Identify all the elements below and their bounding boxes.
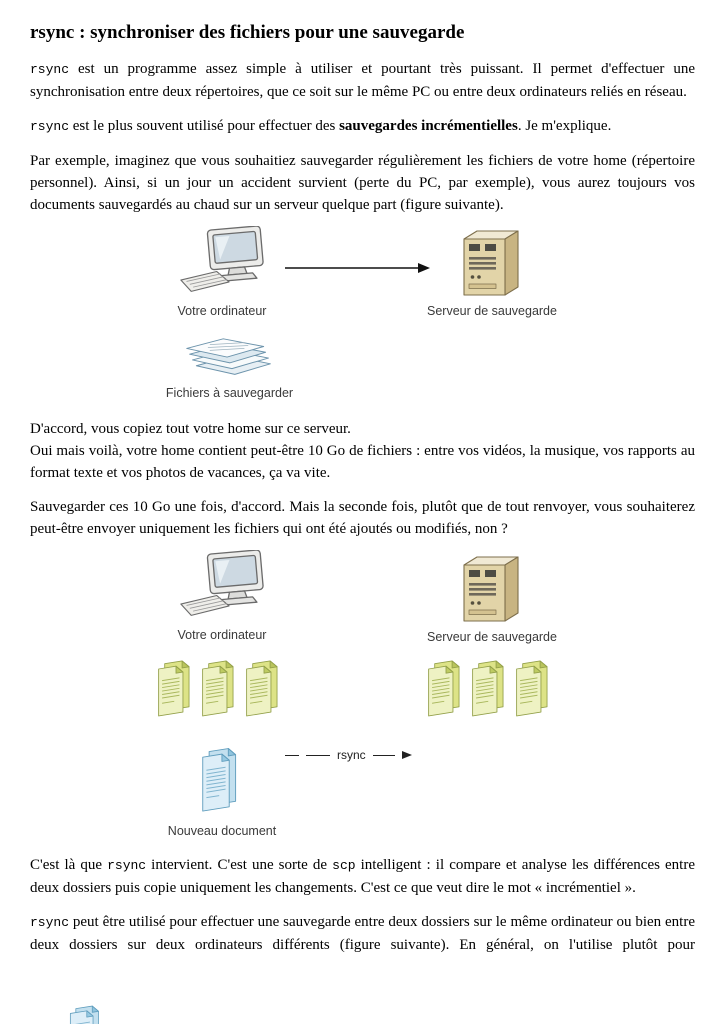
figure-backup-simple: Votre ordinateur Serveur de sauvegarde F… (30, 226, 695, 404)
figure-incremental-sync: Votre ordinateur Serveur de sauvegarde r… (30, 550, 695, 842)
new-document-icon-partial (68, 1004, 104, 1024)
new-document-label: Nouveau document (167, 824, 277, 838)
paragraph-incremental: rsync est le plus souvent utilisé pour e… (30, 118, 612, 134)
new-document-icon (200, 746, 242, 814)
server-label: Serveur de sauvegarde (427, 630, 557, 644)
document-icon (244, 658, 284, 720)
computer-icon (178, 550, 282, 624)
document-icon (426, 658, 466, 720)
paragraph-copy-home: D'accord, vous copiez tout votre home su… (30, 421, 695, 481)
document-icon (470, 658, 510, 720)
rsync-arrow-label: rsync (337, 748, 366, 762)
dashed-arrow-icon: rsync (285, 748, 412, 762)
computer-icon (178, 226, 282, 300)
files-stack-icon (176, 334, 284, 384)
dash-segment (372, 754, 395, 756)
document-icon (514, 658, 554, 720)
files-label: Fichiers à sauvegarder (165, 386, 294, 400)
paragraph-usage: rsync peut être utilisé pour effectuer u… (30, 914, 695, 953)
document-icon (200, 658, 240, 720)
server-icon (460, 554, 522, 624)
paragraph-intro: rsync est un programme assez simple à ut… (30, 61, 695, 100)
server-icon (460, 228, 522, 298)
paragraph-example: Par exemple, imaginez que vous souhaitie… (30, 153, 695, 213)
server-label: Serveur de sauvegarde (427, 304, 557, 318)
arrowhead-icon (401, 751, 412, 759)
document-icon (156, 658, 196, 720)
arrow-icon (285, 262, 430, 274)
dash-segment (306, 754, 330, 756)
page-title: rsync : synchroniser des fichiers pour u… (30, 22, 465, 43)
computer-label: Votre ordinateur (177, 304, 267, 318)
computer-label: Votre ordinateur (177, 628, 267, 642)
paragraph-10go: Sauvegarder ces 10 Go une fois, d'accord… (30, 499, 695, 537)
dash-segment (285, 754, 299, 756)
paragraph-rsync-explain: C'est là que rsync intervient. C'est une… (30, 857, 696, 896)
